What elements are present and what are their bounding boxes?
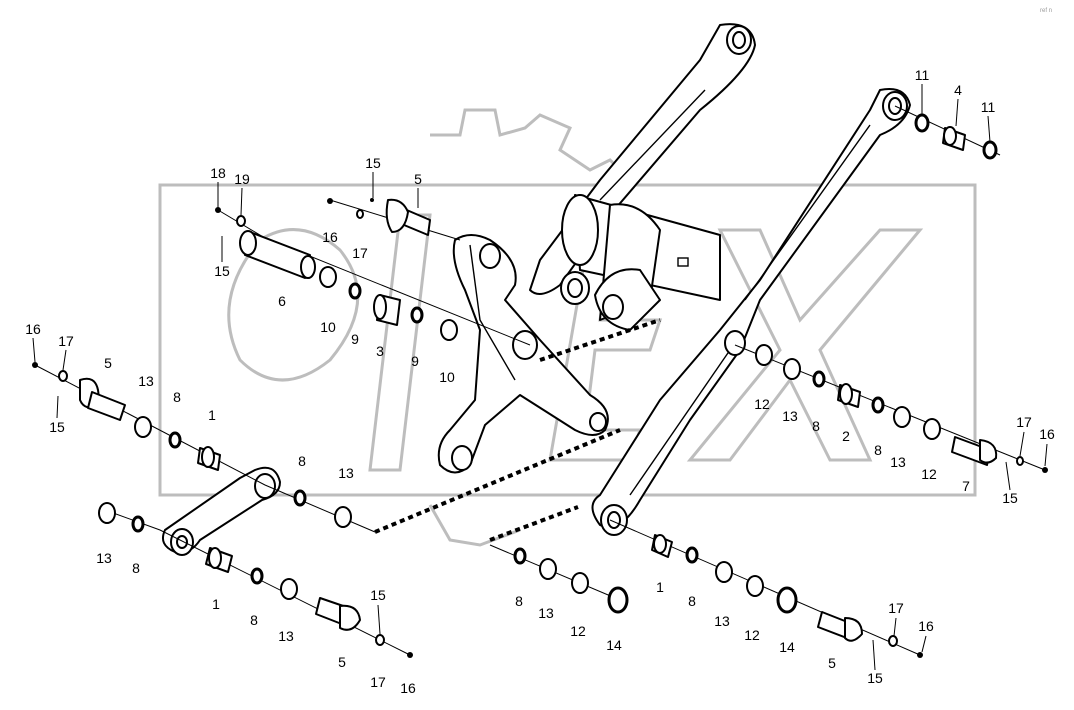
callout-13: 13 [96, 550, 112, 566]
callout-5: 5 [828, 655, 836, 671]
callout-7: 7 [962, 478, 970, 494]
callout-12: 12 [570, 623, 586, 639]
callout-17: 17 [888, 600, 904, 616]
link-lower-pin-stack [98, 502, 413, 658]
callout-8: 8 [250, 612, 258, 628]
callout-13: 13 [338, 465, 354, 481]
callout-8: 8 [298, 453, 306, 469]
bellcrank-pin-stack [215, 207, 458, 341]
callout-16: 16 [25, 321, 41, 337]
callout-15: 15 [214, 263, 230, 279]
connection-line-bottom-pivot [489, 505, 579, 542]
callout-15: 15 [1002, 490, 1018, 506]
callout-9: 9 [411, 353, 419, 369]
callout-1: 1 [212, 596, 220, 612]
boom-upper-pin-stack [755, 344, 1048, 473]
callout-1: 1 [208, 407, 216, 423]
callout-17: 17 [352, 245, 368, 261]
callout-12: 12 [744, 627, 760, 643]
callout-13: 13 [782, 408, 798, 424]
callout-8: 8 [874, 442, 882, 458]
callout-5: 5 [338, 654, 346, 670]
callout-17: 17 [1016, 414, 1032, 430]
callout-18: 18 [210, 165, 226, 181]
callout-2: 2 [842, 428, 850, 444]
callout-16: 16 [1039, 426, 1055, 442]
callout-16: 16 [918, 618, 934, 634]
callout-13: 13 [138, 373, 154, 389]
callout-14: 14 [779, 639, 795, 655]
callout-5: 5 [104, 355, 112, 371]
callout-5: 5 [414, 171, 422, 187]
callout-8: 8 [132, 560, 140, 576]
callout-16: 16 [400, 680, 416, 696]
callout-9: 9 [351, 331, 359, 347]
connection-line-bellcrank-to-tube [539, 318, 661, 362]
callout-11: 11 [915, 67, 930, 83]
callout-labels: 18 19 15 6 10 9 3 9 10 15 5 16 17 16 17 … [25, 67, 1055, 696]
callout-12: 12 [754, 396, 770, 412]
callout-17: 17 [370, 674, 386, 690]
callout-14: 14 [606, 637, 622, 653]
callout-8: 8 [515, 593, 523, 609]
callout-15: 15 [867, 670, 883, 686]
callout-13: 13 [538, 605, 554, 621]
corner-stamp: ref n [1040, 8, 1052, 14]
callout-8: 8 [173, 389, 181, 405]
connection-line-link-to-bellcrank [374, 428, 621, 534]
callout-15: 15 [365, 155, 381, 171]
callout-1: 1 [656, 579, 664, 595]
bellcrank [437, 234, 609, 474]
link-rod [162, 466, 281, 556]
upper-flanged-pin [327, 198, 431, 236]
callout-8: 8 [688, 593, 696, 609]
callout-19: 19 [234, 171, 250, 187]
leader-lines [32, 84, 1048, 671]
callout-4: 4 [954, 82, 962, 98]
callout-15: 15 [49, 419, 65, 435]
boom-lower-pin-stack [513, 534, 923, 658]
callout-13: 13 [278, 628, 294, 644]
callout-10: 10 [439, 369, 455, 385]
link-upper-pin-stack [32, 362, 352, 528]
callout-3: 3 [376, 343, 384, 359]
callout-15: 15 [370, 587, 386, 603]
callout-13: 13 [890, 454, 906, 470]
callout-17: 17 [58, 333, 74, 349]
callout-12: 12 [921, 466, 937, 482]
callout-8: 8 [812, 418, 820, 434]
callout-11: 11 [981, 99, 996, 115]
callout-6: 6 [278, 293, 286, 309]
callout-10: 10 [320, 319, 336, 335]
callout-13: 13 [714, 613, 730, 629]
callout-16: 16 [322, 229, 338, 245]
